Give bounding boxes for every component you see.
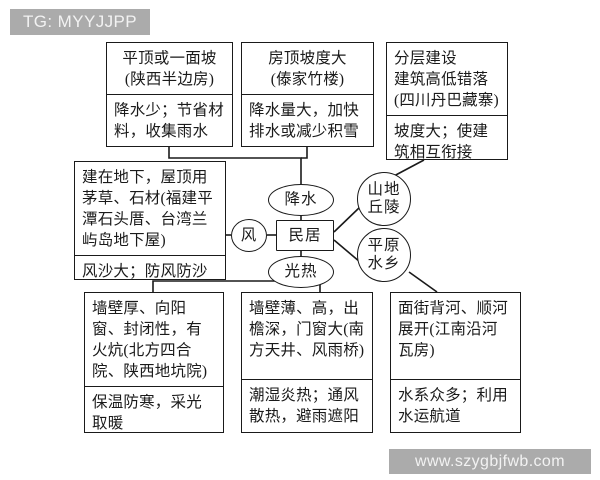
fact-box-steeproof-reason: 降水量大，加快排水或减少积雪: [249, 102, 359, 140]
fact-box-underground-feature: 建在地下，屋顶用茅草、石材(福建平潭石头厝、台湾兰屿岛地下屋): [75, 162, 225, 256]
node-mountain-hill-label-line2: 丘陵: [367, 199, 401, 216]
fact-box-thickwall[interactable]: 墙壁厚、向阳窗、封闭性，有火炕(北方四合院、陕西地坑院) 保温防寒，采光取暖: [84, 292, 224, 433]
node-mountain-hill[interactable]: 山地 丘陵: [357, 172, 411, 226]
fact-box-thinwall-feature: 墙壁薄、高，出檐深，门窗大(南方天井、风雨桥): [242, 293, 372, 380]
node-wind[interactable]: 风: [231, 219, 267, 252]
fact-box-layered-reason: 坡度大；使建筑相互衔接: [394, 123, 489, 161]
fact-box-river-feature: 面街背河、顺河展开(江南沿河瓦房): [391, 293, 520, 380]
fact-box-underground[interactable]: 建在地下，屋顶用茅草、石材(福建平潭石头厝、台湾兰屿岛地下屋) 风沙大；防风防沙: [74, 161, 226, 280]
fact-box-thickwall-reason: 保温防寒，采光取暖: [92, 394, 202, 432]
node-plain-waterland-label-line2: 水乡: [367, 255, 401, 272]
node-precipitation-label: 降水: [284, 191, 318, 208]
link-steeproof-to-jiangshui: [301, 147, 308, 159]
tag-badge-label: TG: MYYJJPP: [23, 12, 137, 31]
link-minju-to-shandi: [333, 206, 361, 233]
node-wind-label: 风: [240, 226, 258, 244]
node-mountain-hill-label-line1: 山地: [367, 181, 401, 198]
fact-box-river[interactable]: 面街背河、顺河展开(江南沿河瓦房) 水系众多；利用水运航道: [390, 292, 521, 433]
tag-badge: TG: MYYJJPP: [10, 9, 150, 35]
fact-box-flatroof-reason: 降水少；节省材料，收集雨水: [114, 102, 224, 140]
node-precipitation[interactable]: 降水: [268, 184, 334, 216]
fact-box-steeproof-feature: 房顶坡度大 (傣家竹楼): [242, 43, 373, 95]
fact-box-thickwall-feature: 墙壁厚、向阳窗、封闭性，有火炕(北方四合院、陕西地坑院): [85, 293, 223, 387]
fact-box-thinwall[interactable]: 墙壁薄、高，出檐深，门窗大(南方天井、风雨桥) 潮湿炎热；通风散热，避雨遮阳: [241, 292, 373, 433]
watermark-label: www.szygbjfwb.com: [415, 452, 565, 470]
fact-box-layered[interactable]: 分层建设 建筑高低错落 (四川丹巴藏寨) 坡度大；使建筑相互衔接: [386, 42, 508, 161]
fact-box-underground-reason: 风沙大；防风防沙: [82, 263, 208, 280]
fact-box-thinwall-reason: 潮湿炎热；通风散热，避雨遮阳: [249, 387, 359, 425]
fact-box-river-reason: 水系众多；利用水运航道: [398, 387, 508, 425]
link-river-to-pingyuan: [408, 271, 438, 293]
fact-box-flatroof[interactable]: 平顶或一面坡 (陕西半边房) 降水少；节省材料，收集雨水: [106, 42, 233, 147]
node-plain-waterland[interactable]: 平原 水乡: [357, 228, 411, 282]
node-dwelling-center[interactable]: 民居: [276, 220, 334, 251]
fact-box-steeproof[interactable]: 房顶坡度大 (傣家竹楼) 降水量大，加快排水或减少积雪: [241, 42, 374, 147]
fact-box-flatroof-feature: 平顶或一面坡 (陕西半边房): [107, 43, 232, 95]
node-light-heat-label: 光热: [284, 263, 318, 280]
node-plain-waterland-label-line1: 平原: [367, 237, 401, 254]
link-minju-to-pingyuan: [333, 239, 361, 263]
fact-box-layered-feature: 分层建设 建筑高低错落 (四川丹巴藏寨): [387, 43, 507, 116]
node-light-heat[interactable]: 光热: [268, 256, 334, 288]
node-dwelling-center-label: 民居: [288, 226, 322, 244]
watermark-badge: www.szygbjfwb.com: [389, 449, 591, 474]
